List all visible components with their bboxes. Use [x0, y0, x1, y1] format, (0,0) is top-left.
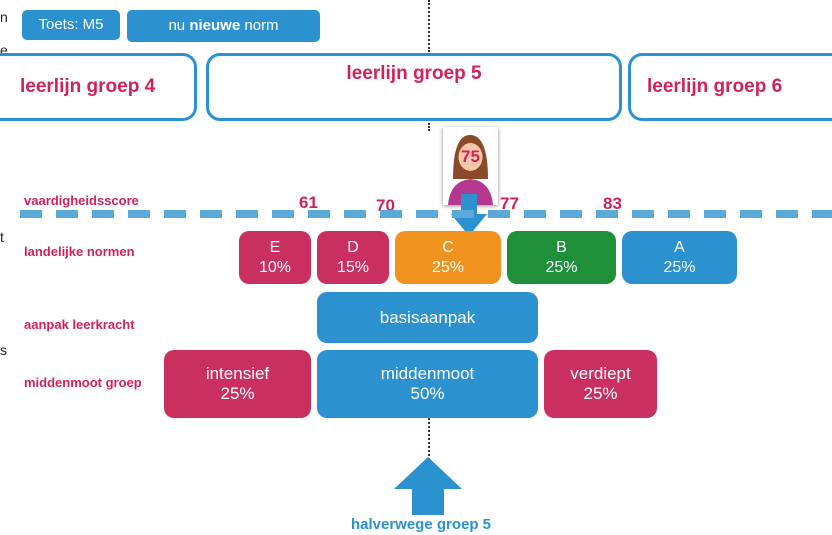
scale-dash [92, 210, 114, 218]
up-arrow-icon [394, 457, 462, 515]
scale-dash [200, 210, 222, 218]
scale-dash [560, 210, 582, 218]
scale-dash [380, 210, 402, 218]
scale-dash [524, 210, 546, 218]
guide-line-top [428, 0, 430, 52]
scale-dash [272, 210, 294, 218]
norm-pct-c: 25% [431, 258, 465, 276]
norm-letter-b: B [556, 238, 567, 256]
norm-suffix: norm [240, 17, 279, 34]
scale-dash [704, 210, 726, 218]
scale-dash [668, 210, 690, 218]
middle-box-intensief: intensief 25% [164, 350, 311, 418]
norm-box-e: E 10% [239, 231, 311, 284]
edge-letter-s: s [0, 342, 7, 358]
scale-dash [416, 210, 438, 218]
scale-dash [344, 210, 366, 218]
scale-dash [308, 210, 330, 218]
norm-letter-d: D [347, 238, 359, 256]
score-tick-77: 77 [500, 194, 519, 213]
group-box-4: leerlijn groep 4 [0, 53, 197, 121]
row-label-skill: vaardigheidsscore [24, 193, 139, 208]
scale-dash [596, 210, 618, 218]
row-label-national: landelijke normen [24, 244, 135, 259]
scale-dash [776, 210, 798, 218]
norm-prefix: nu [168, 17, 190, 34]
norm-pct-b: 25% [545, 258, 578, 276]
scale-dash [452, 210, 474, 218]
norm-box-b: B 25% [507, 231, 616, 284]
middle-pct-middenmoot: 50% [410, 384, 445, 403]
scale-dash [20, 210, 42, 218]
norm-box-d: D 15% [317, 231, 389, 284]
norm-letter-a: A [674, 238, 685, 256]
footer-label: halverwege groep 5 [350, 516, 492, 533]
scale-dash [488, 210, 510, 218]
approach-box: basisaanpak [317, 292, 538, 343]
norm-bold: nieuwe [189, 17, 241, 34]
student-card: 75 [443, 127, 498, 205]
norm-badge: nu nieuwe norm [127, 10, 320, 42]
scale-dash [128, 210, 150, 218]
middle-pct-intensief: 25% [220, 384, 255, 403]
middle-name-verdiept: verdiept [570, 364, 631, 383]
group-label-5: leerlijn groep 5 [346, 63, 482, 84]
scale-dash [740, 210, 762, 218]
edge-letter-n: n [0, 9, 8, 25]
group-box-5: leerlijn groep 5 [206, 53, 622, 121]
norm-box-a: A 25% [622, 231, 737, 284]
edge-letter-e: e [0, 42, 8, 58]
middle-name-middenmoot: middenmoot [380, 364, 475, 383]
norm-letter-c: C [442, 238, 454, 256]
norm-pct-d: 15% [336, 258, 370, 276]
norm-pct-e: 10% [258, 258, 292, 276]
norm-box-c: C 25% [395, 231, 501, 284]
scale-dash [164, 210, 186, 218]
scale-dash [236, 210, 258, 218]
row-label-teacher: aanpak leerkracht [24, 317, 135, 332]
middle-pct-verdiept: 25% [583, 384, 618, 403]
guide-line-lower [428, 405, 430, 460]
group-label-4: leerlijn groep 4 [20, 76, 156, 97]
score-tick-83: 83 [603, 194, 622, 213]
group-box-6: leerlijn groep 6 [628, 53, 832, 121]
guide-line-upper-mid [428, 123, 430, 131]
scale-dash [812, 210, 832, 218]
middle-box-verdiept: verdiept 25% [544, 350, 657, 418]
norm-letter-e: E [269, 238, 281, 256]
score-tick-61: 61 [299, 193, 318, 212]
approach-label: basisaanpak [379, 307, 476, 327]
student-avatar-icon [448, 135, 493, 205]
scale-dash [56, 210, 78, 218]
test-badge: Toets: M5 [22, 10, 120, 40]
scale-dash [632, 210, 654, 218]
norm-pct-a: 25% [663, 258, 696, 276]
row-label-middle: middenmoot groep [24, 375, 142, 390]
middle-box-middenmoot: middenmoot 50% [317, 350, 538, 418]
middle-name-intensief: intensief [205, 364, 270, 383]
group-label-6: leerlijn groep 6 [647, 76, 783, 97]
edge-letter-t: t [0, 229, 4, 245]
student-score: 75 [461, 147, 480, 166]
